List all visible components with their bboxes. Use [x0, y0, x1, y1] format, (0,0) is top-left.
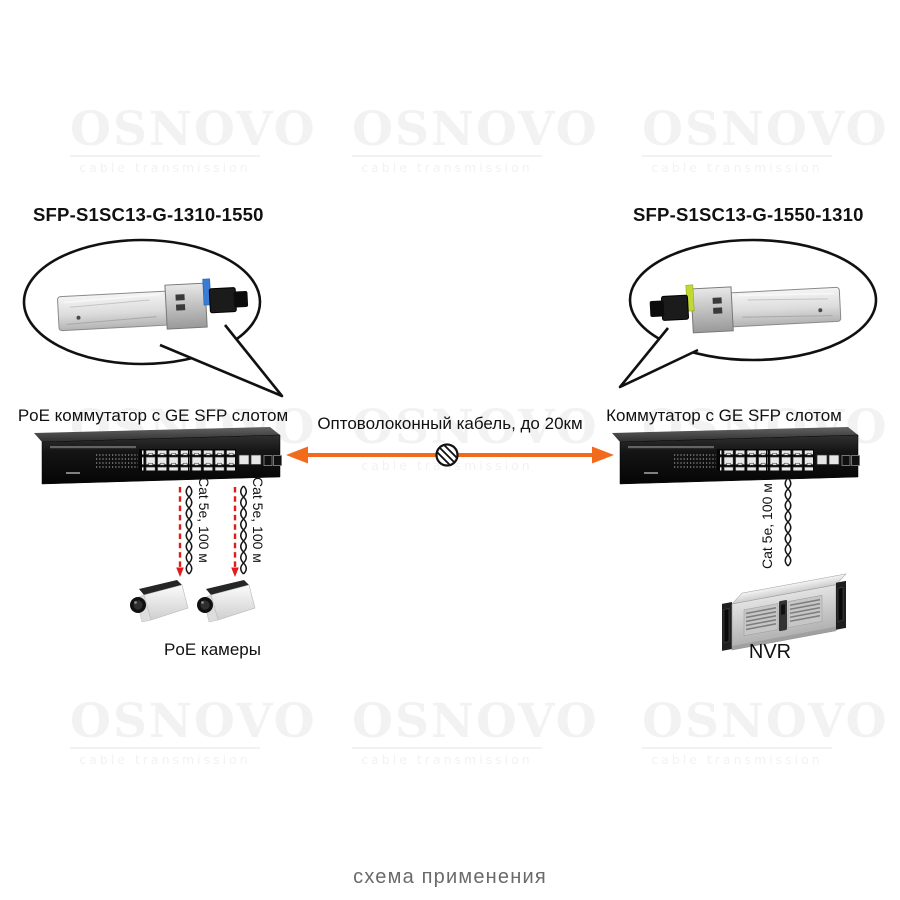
nvr-label: NVR: [748, 641, 792, 663]
cable-label-cat5e: Cat 5e, 100 м: [759, 483, 775, 569]
rj45-uplink-port: [250, 454, 262, 465]
arrowhead-left: [286, 446, 308, 464]
nvr-icon: [722, 573, 847, 651]
sfp-module-1310-icon: [57, 278, 249, 332]
left-switch-label: PoE коммутатор с GE SFP слотом: [17, 406, 289, 425]
rj45-port-group: [189, 450, 235, 471]
arrowhead-right: [592, 446, 614, 464]
left-sfp-model-label: SFP-S1SC13-G-1310-1550: [33, 204, 264, 225]
right-switch-icon: [612, 427, 861, 485]
left-poe-switch-icon: [34, 427, 283, 485]
right-sfp-model-label: SFP-S1SC13-G-1550-1310: [633, 204, 864, 225]
watermark-tagline: cable transmission: [352, 747, 542, 767]
right-speech-bubble: [618, 238, 878, 389]
watermark-tagline: cable transmission: [352, 155, 542, 175]
rj45-uplink-port: [238, 454, 250, 465]
poe-camera-icon: [197, 580, 256, 623]
twisted-pair-icon: [185, 485, 193, 575]
cable-arrowhead: [231, 567, 239, 577]
rj45-uplink-port: [828, 454, 840, 465]
twisted-pair-icon: [240, 485, 247, 575]
fiber-link-label: Оптоволоконный кабель, до 20км: [317, 414, 583, 433]
cameras-label: PoE камеры: [164, 640, 261, 659]
diagram-caption: схема применения: [353, 866, 547, 888]
watermark-tagline: cable transmission: [70, 155, 260, 175]
poe-cable-1: [176, 485, 193, 577]
fiber-link-arrow: [286, 443, 614, 467]
rj45-port-group: [142, 450, 188, 471]
watermark-tagline: cable transmission: [642, 155, 832, 175]
watermark-tagline: cable transmission: [70, 747, 260, 767]
fiber-symbol-icon: [435, 443, 459, 467]
right-switch-label: Коммутатор с GE SFP слотом: [606, 406, 842, 425]
sfp-slot: [851, 455, 861, 466]
cable-label-cat5e: Cat 5e, 100 м: [250, 477, 266, 563]
sfp-slot: [273, 455, 283, 466]
rj45-uplink-port: [816, 454, 828, 465]
left-speech-bubble: [22, 238, 284, 398]
sfp-slot: [263, 455, 273, 466]
rj45-port-group: [720, 450, 766, 471]
nvr-cable-icon: [784, 477, 792, 567]
rj45-port-group: [767, 450, 813, 471]
cable-arrowhead: [176, 567, 184, 577]
watermark-tagline: cable transmission: [642, 747, 832, 767]
poe-camera-icon: [130, 580, 189, 623]
poe-cable-2: [231, 485, 247, 577]
sfp-module-1550-icon: [649, 284, 842, 334]
sfp-slot: [841, 455, 851, 466]
cable-label-cat5e: Cat 5e, 100 м: [196, 477, 212, 563]
